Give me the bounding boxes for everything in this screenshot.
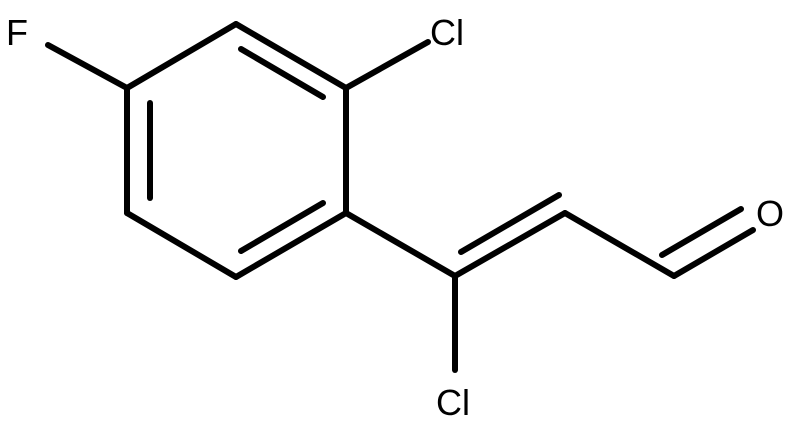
bond-ring-top-right xyxy=(233,21,349,91)
bond-carbonyl-line-2 xyxy=(659,206,744,258)
atom-label-oxygen: O xyxy=(756,193,784,234)
bond-ring-inner-bottom-right xyxy=(238,200,326,254)
bond-c-cl-ring xyxy=(343,39,431,91)
bond-vinyl-single-line xyxy=(452,210,568,279)
bond-ring-inner-top-right xyxy=(238,46,326,100)
bond-carbonyl-line-1 xyxy=(671,227,756,279)
bond-ring-top-left xyxy=(124,21,239,91)
bond-ring-to-vinyl xyxy=(343,210,458,279)
atom-label-chlorine-chain: Cl xyxy=(436,382,470,423)
atom-label-chlorine-ring: Cl xyxy=(430,12,464,53)
bond-vinyl-double-line xyxy=(458,192,562,255)
bond-ring-bottom-left xyxy=(124,210,239,280)
bond-c-f xyxy=(45,42,130,91)
bond-ring-bottom-right xyxy=(233,210,349,280)
atom-label-fluorine: F xyxy=(6,12,28,53)
bond-vinyl-to-carbonyl xyxy=(562,210,677,279)
benzene-ring xyxy=(124,21,349,280)
